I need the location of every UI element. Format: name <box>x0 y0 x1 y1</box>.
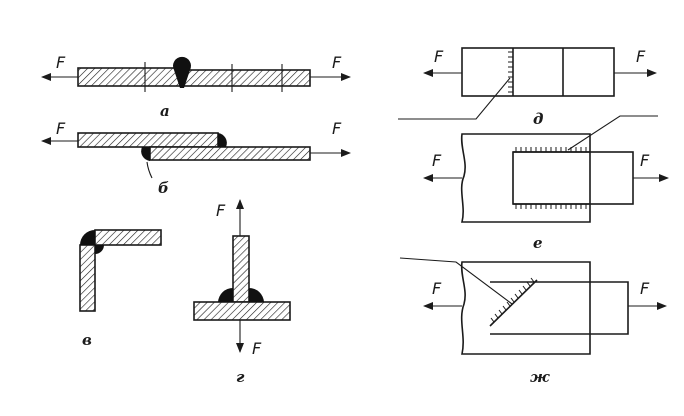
label-b: б <box>158 179 169 197</box>
leader-line <box>146 161 153 179</box>
force-label: F <box>216 201 226 220</box>
label-g: г <box>236 368 245 386</box>
force-label: F <box>56 119 66 138</box>
t-weld-right <box>249 287 264 302</box>
force-label: F <box>640 151 650 170</box>
fillet-weld-upper <box>218 133 227 147</box>
plate-right <box>180 69 311 87</box>
plate-upper-outline <box>512 151 634 205</box>
lap-joint: F F б <box>41 119 351 197</box>
plate-stem <box>232 235 250 303</box>
force-label: F <box>56 53 66 72</box>
force-label: F <box>636 47 646 66</box>
leader-line <box>567 115 658 151</box>
label-v: в <box>82 331 92 349</box>
force-label: F <box>434 47 444 66</box>
weld-ticks <box>490 277 535 323</box>
force-label: F <box>432 151 442 170</box>
plate-horizontal <box>94 229 162 246</box>
weld-ticks <box>515 147 587 209</box>
plate-lower-outline <box>460 133 591 223</box>
butt-joint-plan: F F д <box>398 47 657 128</box>
plate-upper-outline <box>490 281 629 335</box>
leader-line <box>399 257 513 305</box>
force-label: F <box>640 279 650 298</box>
lap-joint-plan: F F е <box>423 115 669 252</box>
label-zh: ж <box>530 368 550 386</box>
plate-left <box>77 67 182 87</box>
force-label: F <box>332 53 342 72</box>
corner-weld-outer <box>80 230 95 245</box>
oblique-lap-joint-plan: F F ж <box>399 257 667 386</box>
label-d: д <box>533 110 543 128</box>
plate-upper <box>77 132 219 148</box>
force-label: F <box>432 279 442 298</box>
butt-weld <box>173 56 191 88</box>
plate-base <box>193 301 291 321</box>
oblique-weld-line <box>489 279 538 327</box>
force-label: F <box>252 339 262 358</box>
plate-lower-outline <box>460 261 591 355</box>
leader-line <box>398 77 511 120</box>
corner-joint: в <box>79 229 162 349</box>
plate-vertical <box>79 244 96 312</box>
plate-outline <box>461 47 615 97</box>
label-e: е <box>533 234 543 252</box>
label-a: а <box>160 102 170 120</box>
plate-lower <box>149 146 311 161</box>
force-label: F <box>332 119 342 138</box>
fillet-weld-lower <box>141 147 150 161</box>
butt-joint: F F а <box>41 53 351 120</box>
weld-ticks <box>508 51 513 93</box>
t-weld-left <box>218 287 233 302</box>
t-joint: F F г <box>193 199 291 386</box>
corner-weld-inner <box>95 245 104 254</box>
